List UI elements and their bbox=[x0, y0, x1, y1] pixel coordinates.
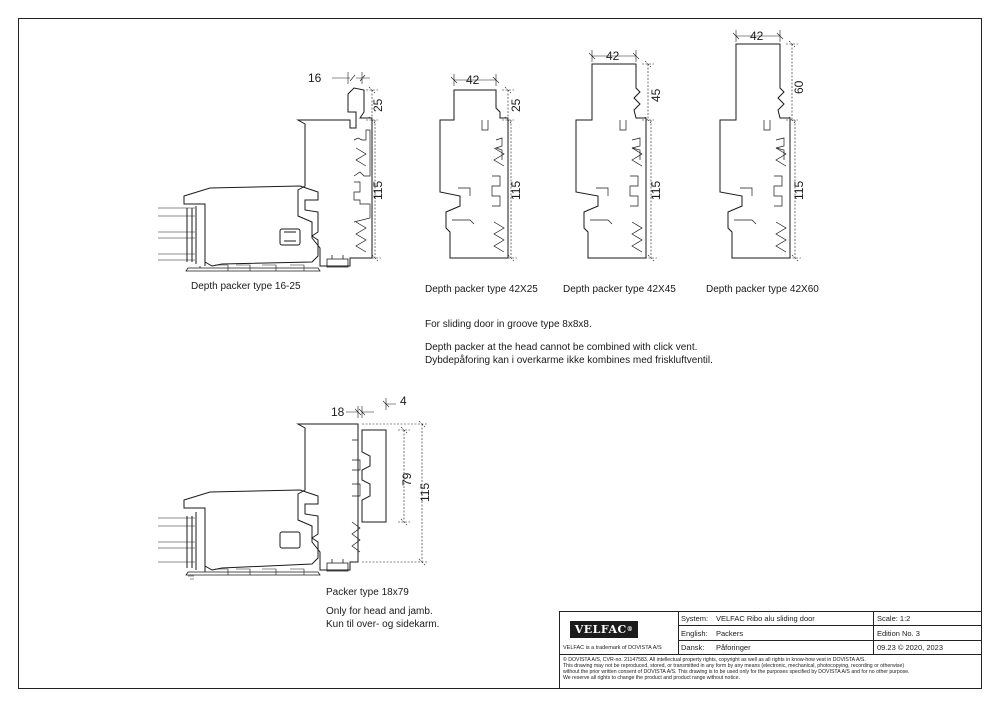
dim-body-115-a: 115 bbox=[371, 181, 385, 200]
system-label: System: bbox=[681, 614, 709, 623]
dim-width-42-b: 42 bbox=[466, 73, 480, 87]
dim-body-115-b: 115 bbox=[509, 181, 523, 200]
dims-42x45 bbox=[588, 50, 657, 262]
note-click-vent-da: Dybdepåforing kan i overkarme ikke kombi… bbox=[425, 355, 713, 366]
trademark-text: VELFAC is a trademark of DOVISTA A/S bbox=[563, 645, 662, 651]
caption-16-25: Depth packer type 16-25 bbox=[191, 281, 301, 292]
dims-42x25 bbox=[450, 74, 517, 262]
english-label: English: bbox=[681, 629, 708, 638]
legal-line-4: We reserve all rights to change the prod… bbox=[563, 675, 740, 681]
velfac-logo: VELFAC® bbox=[570, 621, 638, 638]
caption-18x79: Packer type 18x79 bbox=[326, 587, 409, 598]
note-groove-type: For sliding door in groove type 8x8x8. bbox=[425, 319, 592, 330]
dim-width-18: 18 bbox=[331, 405, 345, 419]
figure-packer-16-25: 16 25 115 bbox=[158, 71, 385, 272]
caption-42x60: Depth packer type 42X60 bbox=[706, 284, 819, 295]
dim-body-115-c: 115 bbox=[649, 181, 663, 200]
dim-top-25-a: 25 bbox=[371, 98, 385, 112]
legal-line-3: without the prior written consent of DOV… bbox=[563, 669, 910, 675]
drawing-frame bbox=[18, 18, 982, 689]
dim-inner-79: 79 bbox=[400, 472, 414, 486]
frame-profile-16-25 bbox=[296, 87, 373, 267]
dim-width-42-c: 42 bbox=[606, 49, 620, 63]
dim-top-25-b: 25 bbox=[509, 98, 523, 112]
dansk-value: Påforinger bbox=[716, 643, 751, 652]
figure-packer-18x79: 18 4 79 115 bbox=[158, 394, 432, 580]
dim-total-115: 115 bbox=[418, 483, 432, 502]
note-head-jamb: Only for head and jamb. bbox=[326, 606, 433, 617]
dims-18x79 bbox=[346, 398, 428, 566]
dim-body-115-d: 115 bbox=[792, 181, 806, 200]
edition: Edition No. 3 bbox=[877, 629, 920, 638]
dims-16-25 bbox=[332, 72, 381, 262]
dim-gap-4: 4 bbox=[400, 394, 407, 408]
dims-42x60 bbox=[732, 30, 801, 262]
dim-top-45: 45 bbox=[649, 88, 663, 102]
dansk-label: Dansk: bbox=[681, 643, 705, 652]
legal-line-2: This drawing may not be reproduced, stor… bbox=[563, 663, 905, 669]
date-copyright: 09.23 © 2020, 2023 bbox=[877, 643, 943, 652]
caption-42x45: Depth packer type 42X45 bbox=[563, 284, 676, 295]
figure-packer-42x60: 42 60 115 bbox=[719, 29, 806, 262]
dim-width-42-d: 42 bbox=[750, 29, 764, 43]
figure-packer-42x25: 42 25 115 bbox=[439, 73, 523, 262]
dim-top-60: 60 bbox=[792, 80, 806, 94]
scale: Scale: 1:2 bbox=[877, 614, 911, 623]
english-value: Packers bbox=[716, 629, 744, 638]
figure-packer-42x45: 42 45 115 bbox=[575, 49, 663, 262]
title-block: VELFAC® VELFAC is a trademark of DOVISTA… bbox=[559, 611, 982, 688]
legal-line-1: © DOVISTA A/S, CVR-no. 21147583. All int… bbox=[563, 657, 866, 663]
system-value: VELFAC Ribo alu sliding door bbox=[716, 614, 815, 623]
caption-42x25: Depth packer type 42X25 bbox=[425, 284, 538, 295]
packer-18x79-profile bbox=[361, 429, 387, 523]
note-over-sidekarm: Kun til over- og sidekarm. bbox=[326, 619, 440, 630]
note-click-vent-en: Depth packer at the head cannot be combi… bbox=[425, 342, 698, 353]
dim-width-16: 16 bbox=[308, 71, 322, 85]
